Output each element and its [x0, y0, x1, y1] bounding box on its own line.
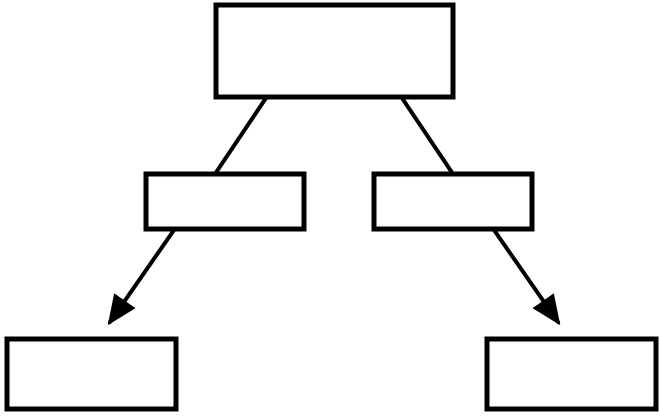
edges	[107, 96, 561, 326]
node-mid-left	[143, 171, 307, 232]
node-leaf-left	[4, 336, 179, 412]
node-mid-left-box	[143, 171, 307, 232]
edge-mid-right-to-leaf-right	[492, 228, 561, 326]
node-leaf-right	[484, 336, 659, 412]
edge-root-to-mid-right	[400, 96, 455, 176]
node-root-box	[213, 2, 456, 100]
edge-root-to-mid-left	[213, 96, 268, 176]
edge-mid-left-to-leaf-left	[107, 228, 176, 326]
nodes	[4, 2, 659, 412]
node-root	[213, 2, 456, 100]
node-leaf-right-box	[484, 336, 659, 412]
node-leaf-left-box	[4, 336, 179, 412]
node-mid-right	[371, 171, 535, 232]
node-mid-right-box	[371, 171, 535, 232]
